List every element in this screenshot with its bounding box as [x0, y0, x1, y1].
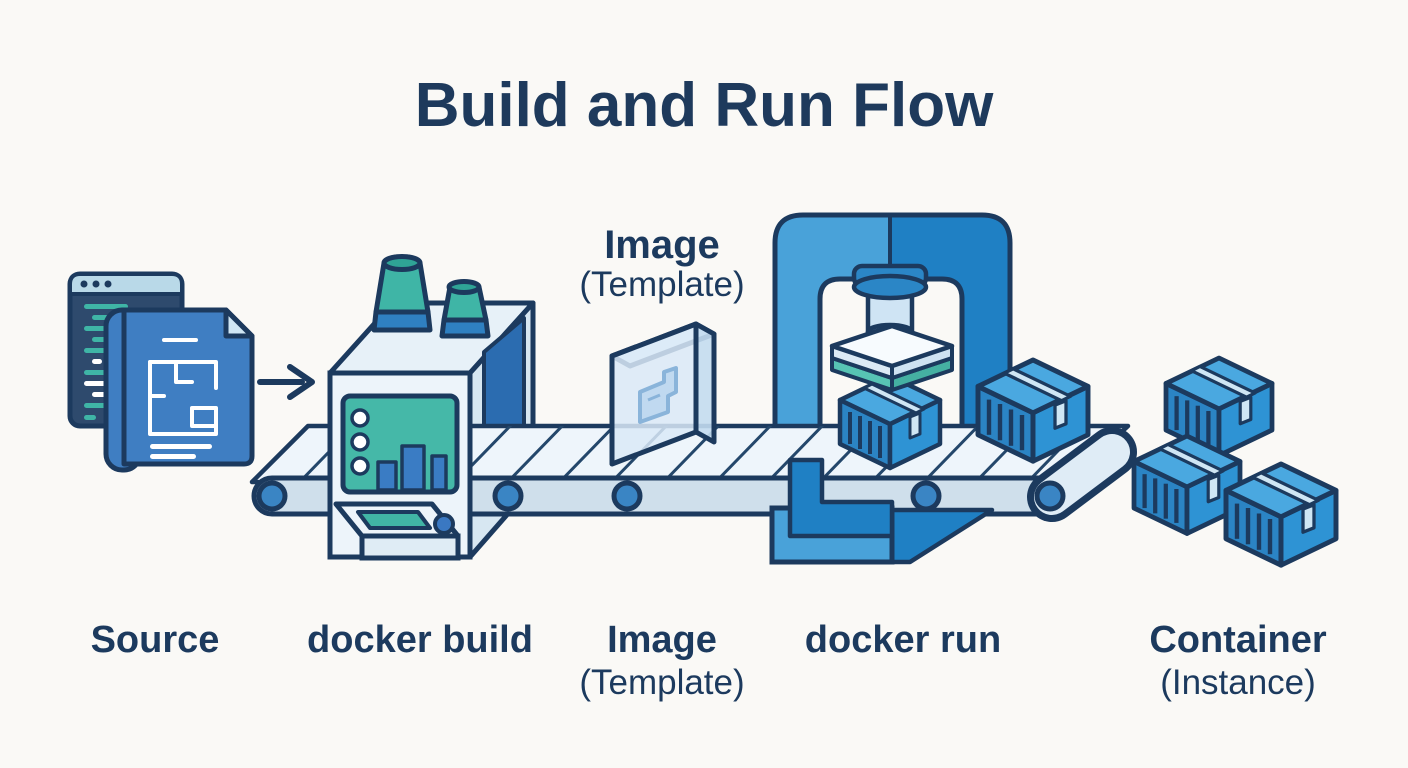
build-machine-back [327, 254, 536, 560]
funnel-icon-small [439, 279, 491, 339]
floating-image-sublabel: (Template) [579, 265, 744, 304]
page-title: Build and Run Flow [415, 71, 994, 140]
stage-label-container: Container [1149, 619, 1327, 661]
status-screen-icon [340, 393, 460, 495]
stage-label-image: Image [607, 619, 717, 661]
floating-image-label: Image [604, 223, 720, 267]
image-template-panel-icon [609, 321, 717, 467]
stage-label-source: Source [91, 619, 220, 661]
press-plate-icon [829, 323, 955, 392]
stage-label-docker-run: docker run [805, 619, 1001, 661]
container-stack [1134, 358, 1336, 565]
funnel-icon-large [371, 254, 433, 333]
stage-sublabel-container: (Instance) [1160, 663, 1316, 702]
stage-label-docker-build: docker build [307, 619, 533, 661]
container-box-right [1226, 464, 1336, 565]
press-foot [769, 457, 995, 565]
blueprint-plan-drawing [148, 338, 218, 436]
right-arrow-icon [257, 364, 315, 400]
output-tray-icon [333, 501, 461, 561]
window-dots [80, 280, 112, 288]
stage-sublabel-image: (Template) [579, 663, 744, 702]
blueprint-document-icon [103, 307, 255, 473]
folded-corner [223, 307, 255, 339]
build-machine-icon [327, 370, 473, 561]
